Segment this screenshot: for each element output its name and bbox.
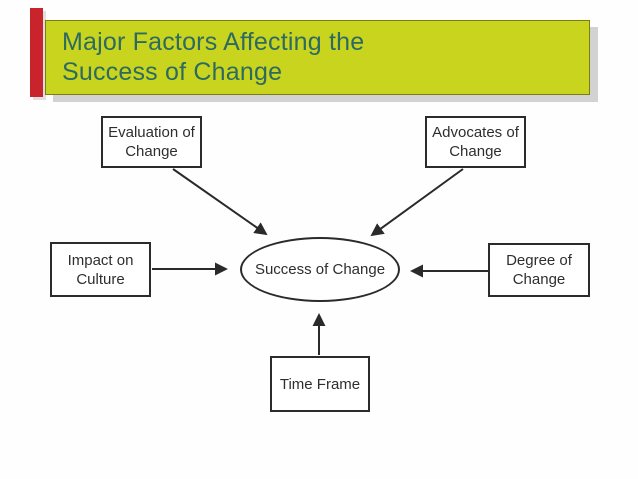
title-line-2: Success of Change xyxy=(62,58,283,86)
node-label-line: Change xyxy=(512,271,566,288)
node-label-line: Culture xyxy=(76,270,125,288)
node-label-line: Change xyxy=(449,143,502,160)
node-label-line: Impact on xyxy=(67,251,134,269)
arrow-evaluation-to-center xyxy=(172,168,268,236)
title-line-1: Major Factors Affecting the xyxy=(62,28,365,56)
node-label-line: Advocates of xyxy=(432,124,519,141)
node-degree-of-change: Degree of Change xyxy=(488,243,590,297)
title-box: Major Factors Affecting the Success of C… xyxy=(45,20,590,95)
arrow-advocates-to-center xyxy=(370,168,464,237)
red-accent-bar xyxy=(30,8,43,97)
node-advocates-of-change: Advocates of Change xyxy=(425,116,526,168)
node-evaluation-of-change: Evaluation of Change xyxy=(101,116,202,168)
node-label-line: Degree of xyxy=(506,252,572,269)
center-node-label: Success of Change xyxy=(254,261,386,278)
center-node-success-of-change: Success of Change xyxy=(240,237,400,302)
node-label-line: Evaluation of xyxy=(108,124,195,141)
node-label-line: Time Frame xyxy=(279,375,361,393)
node-time-frame: Time Frame xyxy=(270,356,370,412)
node-label-line: Change xyxy=(125,143,178,160)
node-impact-on-culture: Impact on Culture xyxy=(50,242,151,297)
